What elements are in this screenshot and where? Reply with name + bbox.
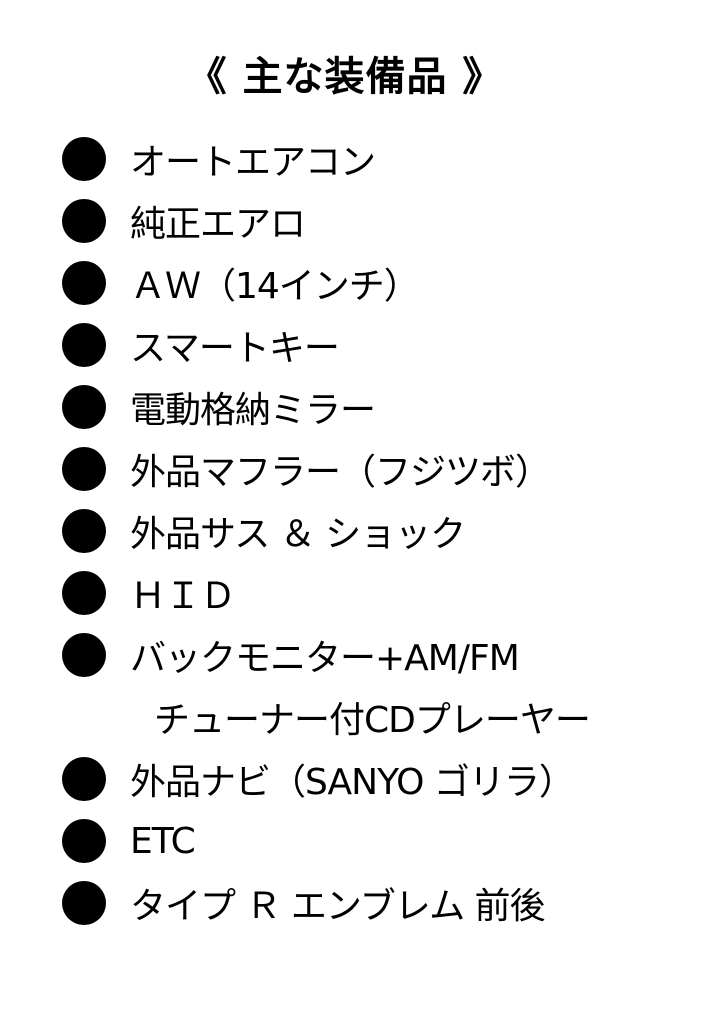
list-item: 外品マフラー（フジツボ）: [62, 438, 590, 500]
item-label: ＨＩＤ: [130, 576, 236, 617]
item-label: チューナー付CDプレーヤー: [154, 700, 591, 741]
bullet-icon: [62, 261, 106, 305]
bullet-icon: [62, 819, 106, 863]
list-item: ＡＷ（14インチ）: [62, 252, 590, 314]
list-item: ETC: [62, 810, 590, 872]
item-label: オートエアコン: [130, 142, 376, 183]
page-title: 《 主な装備品 》: [186, 54, 504, 100]
bullet-icon: [62, 137, 106, 181]
list-item: 外品ナビ（SANYO ゴリラ）: [62, 748, 590, 810]
bullet-icon: [62, 571, 106, 615]
item-label: 外品マフラー（フジツボ）: [130, 452, 551, 493]
item-label: バックモニター+AM/FM: [130, 638, 520, 679]
list-item: ＨＩＤ: [62, 562, 590, 624]
bullet-icon: [62, 323, 106, 367]
item-label: タイプ Ｒ エンブレム 前後: [130, 886, 546, 927]
bullet-icon: [62, 633, 106, 677]
item-label: 外品サス ＆ ショック: [130, 514, 466, 555]
item-label: 外品ナビ（SANYO ゴリラ）: [130, 762, 575, 803]
item-label: 電動格納ミラー: [130, 390, 376, 431]
bullet-icon: [62, 199, 106, 243]
bullet-icon: [62, 385, 106, 429]
list-item: 外品サス ＆ ショック: [62, 500, 590, 562]
list-item: スマートキー: [62, 314, 590, 376]
item-label: ＡＷ（14インチ）: [130, 266, 420, 307]
bullet-icon: [62, 757, 106, 801]
bullet-icon: [62, 447, 106, 491]
list-item: 電動格納ミラー: [62, 376, 590, 438]
equipment-list: オートエアコン 純正エアロ ＡＷ（14インチ） スマートキー 電動格納ミラー 外…: [62, 128, 591, 934]
list-item: タイプ Ｒ エンブレム 前後: [62, 872, 590, 934]
list-item: 純正エアロ: [62, 190, 590, 252]
bullet-icon: [62, 509, 106, 553]
item-label: 純正エアロ: [130, 204, 306, 245]
item-label: ETC: [130, 820, 196, 862]
list-item: オートエアコン: [62, 128, 590, 190]
list-item: バックモニター+AM/FM: [62, 624, 590, 686]
item-label: スマートキー: [130, 328, 340, 369]
bullet-icon: [62, 881, 106, 925]
list-item-continuation: チューナー付CDプレーヤー: [62, 686, 591, 748]
